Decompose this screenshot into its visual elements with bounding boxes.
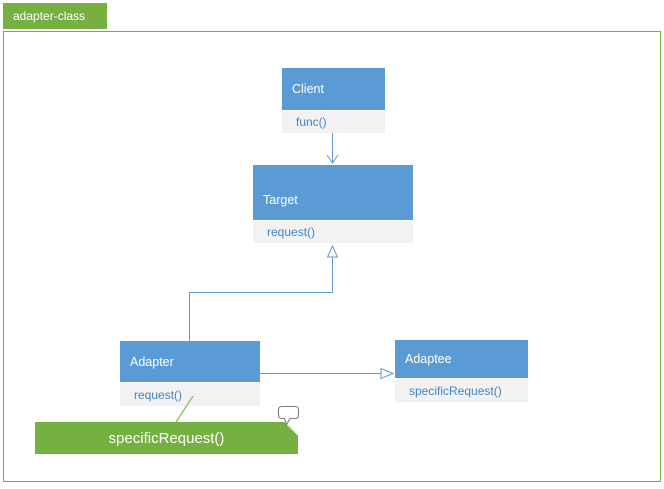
connector-adapter-target-generalization[interactable]: [189, 244, 339, 341]
class-client-name: Client: [292, 82, 324, 96]
class-adapter[interactable]: Adapter request(): [120, 341, 260, 406]
class-adapter-header[interactable]: Adapter: [120, 341, 260, 382]
arrowhead-hollow-triangle-up: [326, 244, 339, 258]
class-client-header[interactable]: Client: [282, 68, 385, 110]
arrowhead-open-v: [326, 154, 339, 164]
class-adaptee-name: Adaptee: [405, 352, 452, 366]
class-target[interactable]: Target request(): [253, 165, 413, 243]
speech-bubble-icon[interactable]: [277, 405, 300, 426]
class-adapter-methods[interactable]: request(): [120, 382, 260, 406]
note-specific-request[interactable]: specificRequest(): [35, 422, 298, 454]
arrowhead-hollow-triangle-right: [380, 367, 395, 380]
note-label: specificRequest(): [108, 429, 225, 447]
class-adapter-name: Adapter: [130, 354, 174, 369]
class-adaptee-method: specificRequest(): [409, 383, 502, 398]
class-adapter-method: request(): [134, 387, 183, 402]
class-client-method: func(): [296, 115, 327, 129]
connector-adapter-adaptee[interactable]: [260, 367, 395, 380]
class-target-header[interactable]: Target: [253, 165, 413, 220]
connector-note-anchor[interactable]: [175, 395, 194, 423]
class-target-name: Target: [263, 193, 298, 207]
class-client[interactable]: Client func(): [282, 68, 385, 133]
class-client-methods[interactable]: func(): [282, 110, 385, 133]
class-target-methods[interactable]: request(): [253, 220, 413, 243]
class-target-method: request(): [267, 225, 316, 239]
class-adaptee-header[interactable]: Adaptee: [395, 340, 528, 378]
diagram-tab-label: adapter-class: [13, 9, 86, 23]
diagram-tab[interactable]: adapter-class: [3, 3, 107, 29]
class-adaptee-methods[interactable]: specificRequest(): [395, 378, 528, 402]
connector-client-target[interactable]: [326, 133, 339, 164]
class-adaptee[interactable]: Adaptee specificRequest(): [395, 340, 528, 402]
